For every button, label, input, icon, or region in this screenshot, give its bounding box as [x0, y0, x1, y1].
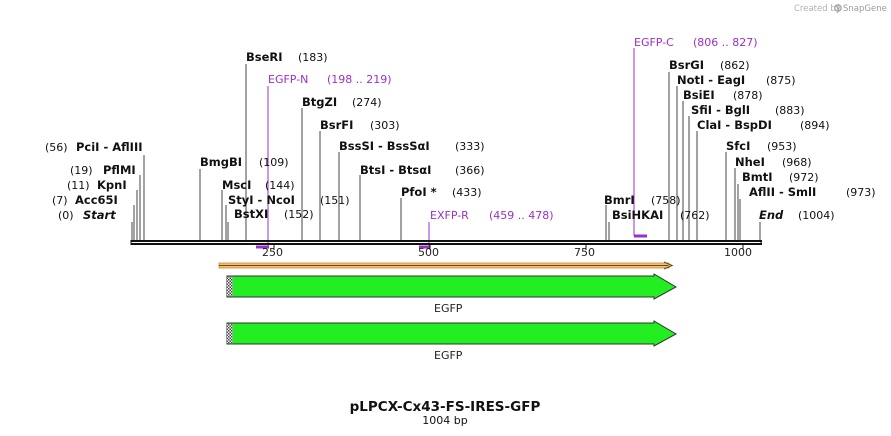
site-name: BssSI - BssSαI [339, 139, 430, 153]
site-position: (875) [766, 74, 796, 87]
site-name: AflII - SmlI [749, 185, 816, 199]
site-name: BsrGI [669, 58, 704, 72]
brand-created-by: Created by [794, 4, 841, 14]
site-name: BsiHKAI [612, 208, 663, 222]
snapgene-logo-icon [834, 4, 842, 12]
site-position: (0) [58, 209, 74, 222]
site-position: (56) [45, 141, 68, 154]
site-name: NheI [735, 155, 765, 169]
site-leader-lines [131, 64, 761, 240]
site-position: (109) [259, 156, 289, 169]
feature-egfp-2[interactable] [226, 320, 678, 347]
site-position: (758) [651, 194, 681, 207]
site-name: Acc65I [75, 193, 118, 207]
site-position: (11) [67, 179, 90, 192]
site-name: KpnI [97, 178, 127, 192]
site-position: (762) [680, 209, 710, 222]
ruler: 250 500 750 1000 [262, 245, 752, 259]
site-name: BseRI [246, 50, 283, 64]
site-name: BtgZI [302, 95, 337, 109]
site-name: BmgBI [200, 155, 242, 169]
site-position: (1004) [798, 209, 835, 222]
primer-marks [256, 48, 647, 249]
primer-name: EXFP-R [430, 209, 469, 222]
feature-egfp-1[interactable] [226, 273, 678, 300]
ruler-tick-500: 500 [418, 246, 439, 259]
site-position: (973) [846, 186, 876, 199]
site-position: (152) [284, 208, 314, 221]
site-name: MscI [222, 178, 251, 192]
site-position: (953) [767, 140, 797, 153]
site-name: SfiI - BglI [691, 103, 750, 117]
ruler-tick-750: 750 [574, 246, 595, 259]
site-name: BtsI - BtsαI [360, 163, 431, 177]
site-name: StyI - NcoI [228, 193, 295, 207]
site-position: (303) [370, 119, 400, 132]
site-position: (433) [452, 186, 482, 199]
brand-logo-text: SnapGene [843, 4, 887, 14]
site-position: (894) [800, 119, 830, 132]
site-name: SfcI [726, 139, 750, 153]
primer-name: EGFP-N [268, 73, 308, 86]
site-name: BstXI [234, 207, 268, 221]
site-position: (151) [320, 194, 350, 207]
feature-label: EGFP [434, 302, 463, 315]
site-name: PfoI * [401, 185, 437, 199]
site-position: (366) [455, 164, 485, 177]
site-name: End [759, 208, 784, 222]
primer-name: EGFP-C [634, 36, 674, 49]
site-position: (183) [298, 51, 328, 64]
primer-range: (198 .. 219) [327, 73, 392, 86]
site-position: (7) [52, 194, 68, 207]
site-position: (333) [455, 140, 485, 153]
site-name: BsrFI [320, 118, 353, 132]
site-position: (972) [789, 171, 819, 184]
ruler-tick-250: 250 [262, 246, 283, 259]
snapgene-brand: Created by SnapGene [794, 4, 887, 14]
site-name: BsiEI [683, 88, 715, 102]
site-labels: BseRI (183) BtgZI (274) BsrFI (303) BssS… [45, 50, 876, 222]
feature-label: EGFP [434, 349, 463, 362]
primer-labels: EGFP-N (198 .. 219) EGFP-C (806 .. 827) … [268, 36, 758, 222]
site-name: PciI - AflIII [76, 140, 143, 154]
site-name: ClaI - BspDI [697, 118, 772, 132]
map-title: pLPCX-Cx43-FS-IRES-GFP [350, 399, 541, 415]
site-name: NotI - EagI [677, 73, 745, 87]
orf-arrow [218, 261, 674, 270]
ruler-tick-1000: 1000 [724, 246, 752, 259]
map-length: 1004 bp [422, 414, 467, 427]
site-position: (883) [775, 104, 805, 117]
primer-range: (459 .. 478) [489, 209, 554, 222]
site-position: (968) [782, 156, 812, 169]
site-name: PflMI [103, 163, 136, 177]
sequence-backbone [130, 240, 762, 245]
site-name: BmtI [742, 170, 773, 184]
site-position: (862) [720, 59, 750, 72]
site-position: (144) [265, 179, 295, 192]
site-name: BmrI [604, 193, 635, 207]
site-position: (274) [352, 96, 382, 109]
primer-range: (806 .. 827) [693, 36, 758, 49]
site-position: (878) [733, 89, 763, 102]
site-position: (19) [70, 164, 93, 177]
site-name: Start [83, 208, 116, 222]
